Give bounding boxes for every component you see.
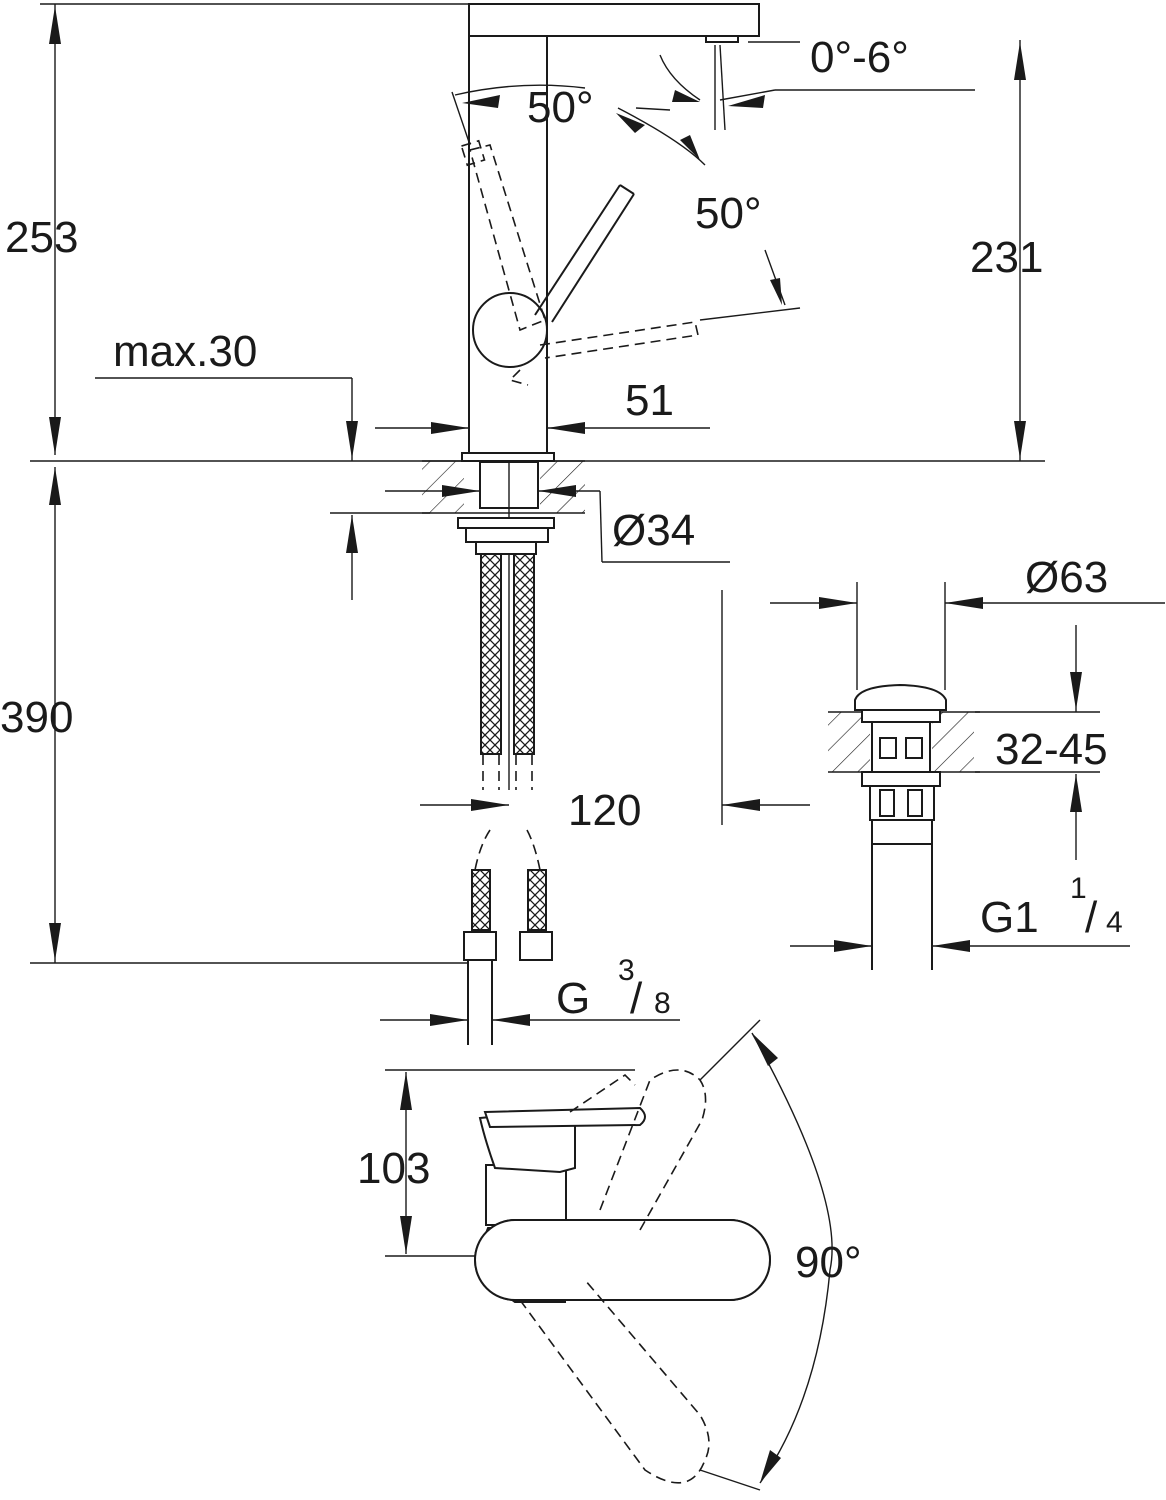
- fraction-slash-1: /: [630, 974, 643, 1023]
- label-51: 51: [625, 376, 674, 425]
- label-drain-thickness: 32-45: [995, 725, 1108, 774]
- mounting-nut: [457, 517, 555, 529]
- fraction-slash-2: /: [1085, 893, 1098, 942]
- pop-up-drain: [770, 582, 1165, 970]
- label-390: 390: [0, 693, 73, 742]
- hose-nut-left: [463, 931, 497, 961]
- drain-cap: [854, 683, 947, 711]
- dimension-lines: [30, 3, 1045, 1026]
- label-drain-thread-g: G1: [980, 893, 1039, 942]
- lever-alt-position-forward: [508, 321, 699, 386]
- label-connection-den: 8: [654, 987, 671, 1020]
- labels: 253 231 max.30 51 Ø34 390 120 0°-6° 50° …: [0, 33, 1123, 1287]
- base-plate: [461, 452, 555, 462]
- deck-section-right: [540, 461, 585, 513]
- lever-hub: [472, 292, 548, 368]
- spout-rotated-dashed: [519, 1279, 710, 1484]
- hose-left: [480, 553, 502, 755]
- label-253: 253: [5, 213, 78, 262]
- label-spout-angle: 0°-6°: [810, 33, 909, 82]
- label-drain-num: 1: [1070, 872, 1087, 905]
- label-lever-angle-1: 50°: [527, 83, 594, 132]
- faucet-side-view: [422, 3, 975, 1045]
- aerator: [705, 35, 739, 43]
- hose-right: [513, 553, 535, 755]
- hose-nut-right: [519, 931, 553, 961]
- spout: [468, 3, 760, 37]
- label-231: 231: [970, 233, 1043, 282]
- label-drain-diameter: Ø63: [1025, 553, 1108, 602]
- label-hole-diameter: Ø34: [612, 506, 695, 555]
- label-drain-den: 4: [1106, 906, 1123, 939]
- faucet-top-view: [385, 1019, 833, 1491]
- label-rotation-angle: 90°: [795, 1238, 862, 1287]
- label-120: 120: [568, 786, 641, 835]
- label-top-height: 103: [357, 1144, 430, 1193]
- label-lever-angle-2: 50°: [695, 189, 762, 238]
- label-connection-num: 3: [618, 954, 635, 987]
- label-connection-g: G: [556, 974, 590, 1023]
- lever-handle: [534, 184, 621, 316]
- label-max30: max.30: [113, 327, 257, 376]
- spout-top-main: [474, 1219, 771, 1301]
